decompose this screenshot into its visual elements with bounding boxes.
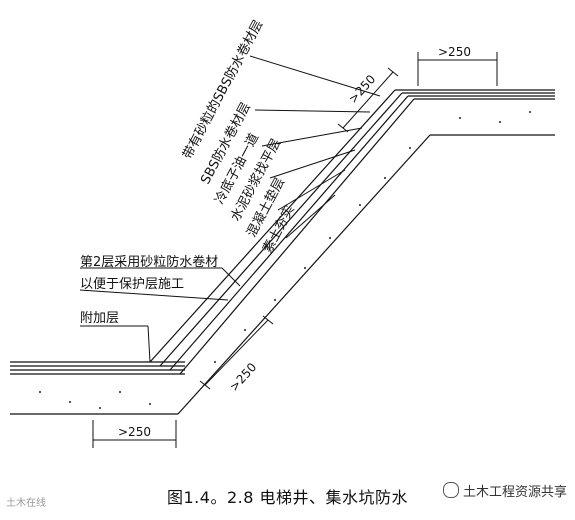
wechat-icon (442, 482, 459, 498)
dim-top-horizontal: >250 (438, 45, 471, 59)
additional-layer-label: 附加层 (80, 311, 119, 326)
note-line-1: 第2层采用砂粒防水卷材 (80, 254, 218, 270)
dim-bottom-slope: >250 (227, 360, 259, 394)
watermark-left: 土木在线 (6, 498, 46, 509)
note-line-2: 以便于保护层施工 (80, 277, 184, 292)
watermark-right-text: 土木工程资源共享 (462, 485, 567, 500)
structure-outline (10, 89, 555, 415)
figure-caption: 图1.4。2.8 电梯井、集水坑防水 (167, 488, 408, 507)
leader-lines (79, 55, 381, 363)
dim-bottom-horizontal: >250 (118, 425, 151, 439)
layer-labels: 带有砂粒的SBS防水卷材层 SBS防水卷材层 冷底子油一道 水泥砂浆找平层 混凝… (179, 17, 298, 256)
dimension-lines (92, 52, 498, 448)
concrete-hatch (39, 111, 531, 409)
watermark-right: 土木工程资源共享 (442, 481, 567, 500)
dim-top-slope: >250 (346, 72, 378, 106)
